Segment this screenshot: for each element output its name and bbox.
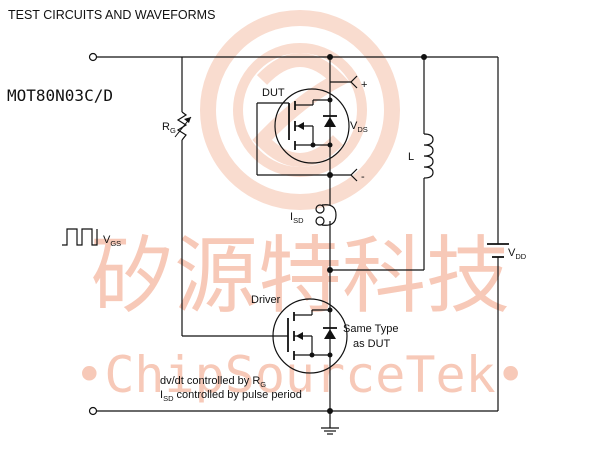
dut-mosfet <box>274 88 350 164</box>
inductor <box>423 133 434 179</box>
vgs-label: VGS <box>103 234 121 248</box>
vds-probe-markers <box>330 75 358 182</box>
note-isd: ISD controlled by pulse period <box>160 389 302 403</box>
page-title: TEST CIRCUITS AND WAVEFORMS <box>8 8 215 22</box>
vds-label: VDS <box>350 120 368 134</box>
part-number: MOT80N03C/D <box>7 86 113 105</box>
gate-resistor <box>174 111 192 141</box>
watermark-en: •ChipSourceTek• <box>74 346 526 404</box>
vdd-label: VDD <box>508 247 527 261</box>
ground-symbol <box>321 427 339 435</box>
inductor-label: L <box>408 151 414 163</box>
vgs-pulse-waveform <box>62 228 98 246</box>
input-terminal-bottom <box>88 406 98 416</box>
vds-plus-label: + <box>361 79 367 91</box>
dut-label: DUT <box>262 87 285 99</box>
watermark-cn: 矽源特科技 <box>90 227 510 325</box>
note-dvdt: dv/dt controlled by RG <box>160 375 266 389</box>
isd-current-probe <box>315 204 337 226</box>
driver-label: Driver <box>251 294 281 306</box>
same-type-label-line2: as DUT <box>353 338 391 350</box>
same-type-label-line1: Same Type <box>343 323 398 335</box>
vdd-supply <box>487 243 509 258</box>
rg-label: RG <box>162 121 176 135</box>
watermark: 矽源特科技 •ChipSourceTek• <box>74 10 526 404</box>
isd-label: ISD <box>290 211 304 225</box>
vds-minus-label: - <box>361 171 365 183</box>
circuit-wires <box>97 56 499 428</box>
input-terminal-top <box>88 52 98 62</box>
driver-mosfet <box>272 298 348 374</box>
